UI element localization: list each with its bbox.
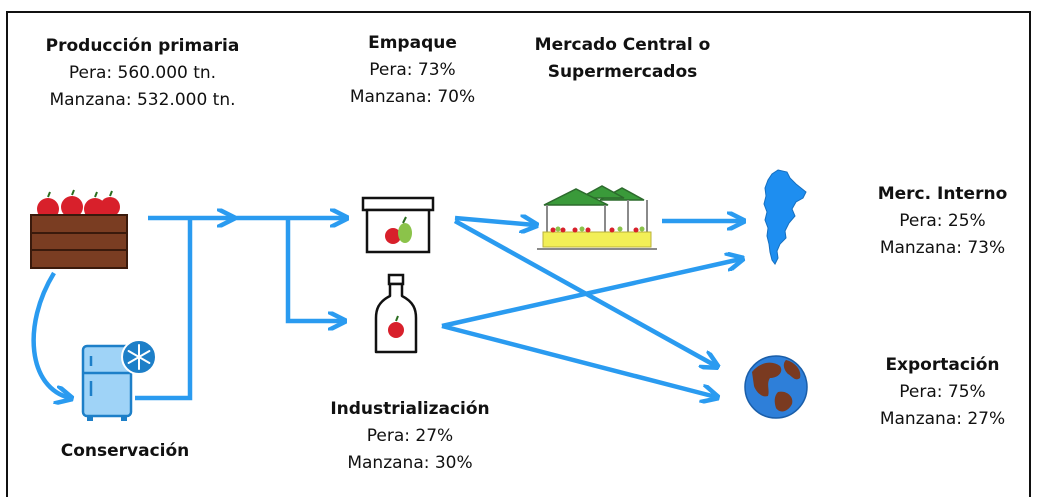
industrializacion-title: Industrialización <box>330 399 490 419</box>
fruit-box-icon <box>361 196 435 254</box>
mercado-title-line1: Mercado Central o <box>534 35 711 55</box>
produccion-label: Producción primaria Pera: 560.000 tn. Ma… <box>20 33 265 114</box>
arrow-industria-to-exportacion <box>441 323 716 397</box>
empaque-title: Empaque <box>368 33 457 53</box>
arrow-junction-to-industria <box>285 218 343 321</box>
interno-title: Merc. Interno <box>877 184 1008 204</box>
industrializacion-label: Industrialización Pera: 27% Manzana: 30% <box>310 396 510 477</box>
line-conservacion-return <box>135 218 193 401</box>
arrow-crate-to-conservacion <box>31 271 70 398</box>
arrow-empaque-to-mercado <box>454 218 535 225</box>
industrializacion-pera: Pera: 27% <box>366 426 454 446</box>
interno-label: Merc. Interno Pera: 25% Manzana: 73% <box>850 181 1035 262</box>
mercado-title-line2: Supermercados <box>547 62 698 82</box>
interno-manzana: Manzana: 73% <box>879 238 1006 258</box>
exportacion-title: Exportación <box>885 355 1000 375</box>
exportacion-pera: Pera: 75% <box>899 382 986 402</box>
interno-pera: Pera: 25% <box>899 211 986 231</box>
exportacion-label: Exportación Pera: 75% Manzana: 27% <box>850 352 1035 433</box>
market-stalls-icon <box>537 185 657 250</box>
empaque-pera: Pera: 73% <box>369 60 456 80</box>
produccion-manzana: Manzana: 532.000 tn. <box>49 90 236 110</box>
produccion-title: Producción primaria <box>45 36 240 56</box>
empaque-manzana: Manzana: 70% <box>349 87 476 107</box>
argentina-map-icon <box>763 169 807 265</box>
exportacion-manzana: Manzana: 27% <box>879 409 1006 429</box>
fruit-crate-icon <box>30 189 128 269</box>
globe-icon <box>744 355 808 419</box>
conservacion-label: Conservación <box>40 438 210 465</box>
flow-arrows <box>31 218 742 401</box>
snowflake-icon <box>121 339 157 375</box>
empaque-label: Empaque Pera: 73% Manzana: 70% <box>320 30 505 111</box>
diagram-frame <box>6 11 1031 497</box>
refrigerator-icon <box>81 344 133 421</box>
juice-bottle-icon <box>374 273 418 354</box>
mercado-label: Mercado Central o Supermercados <box>515 32 730 86</box>
industrializacion-manzana: Manzana: 30% <box>347 453 473 473</box>
produccion-pera: Pera: 560.000 tn. <box>68 63 217 83</box>
conservacion-title: Conservación <box>60 441 190 461</box>
arrow-industria-to-interno <box>441 259 741 329</box>
